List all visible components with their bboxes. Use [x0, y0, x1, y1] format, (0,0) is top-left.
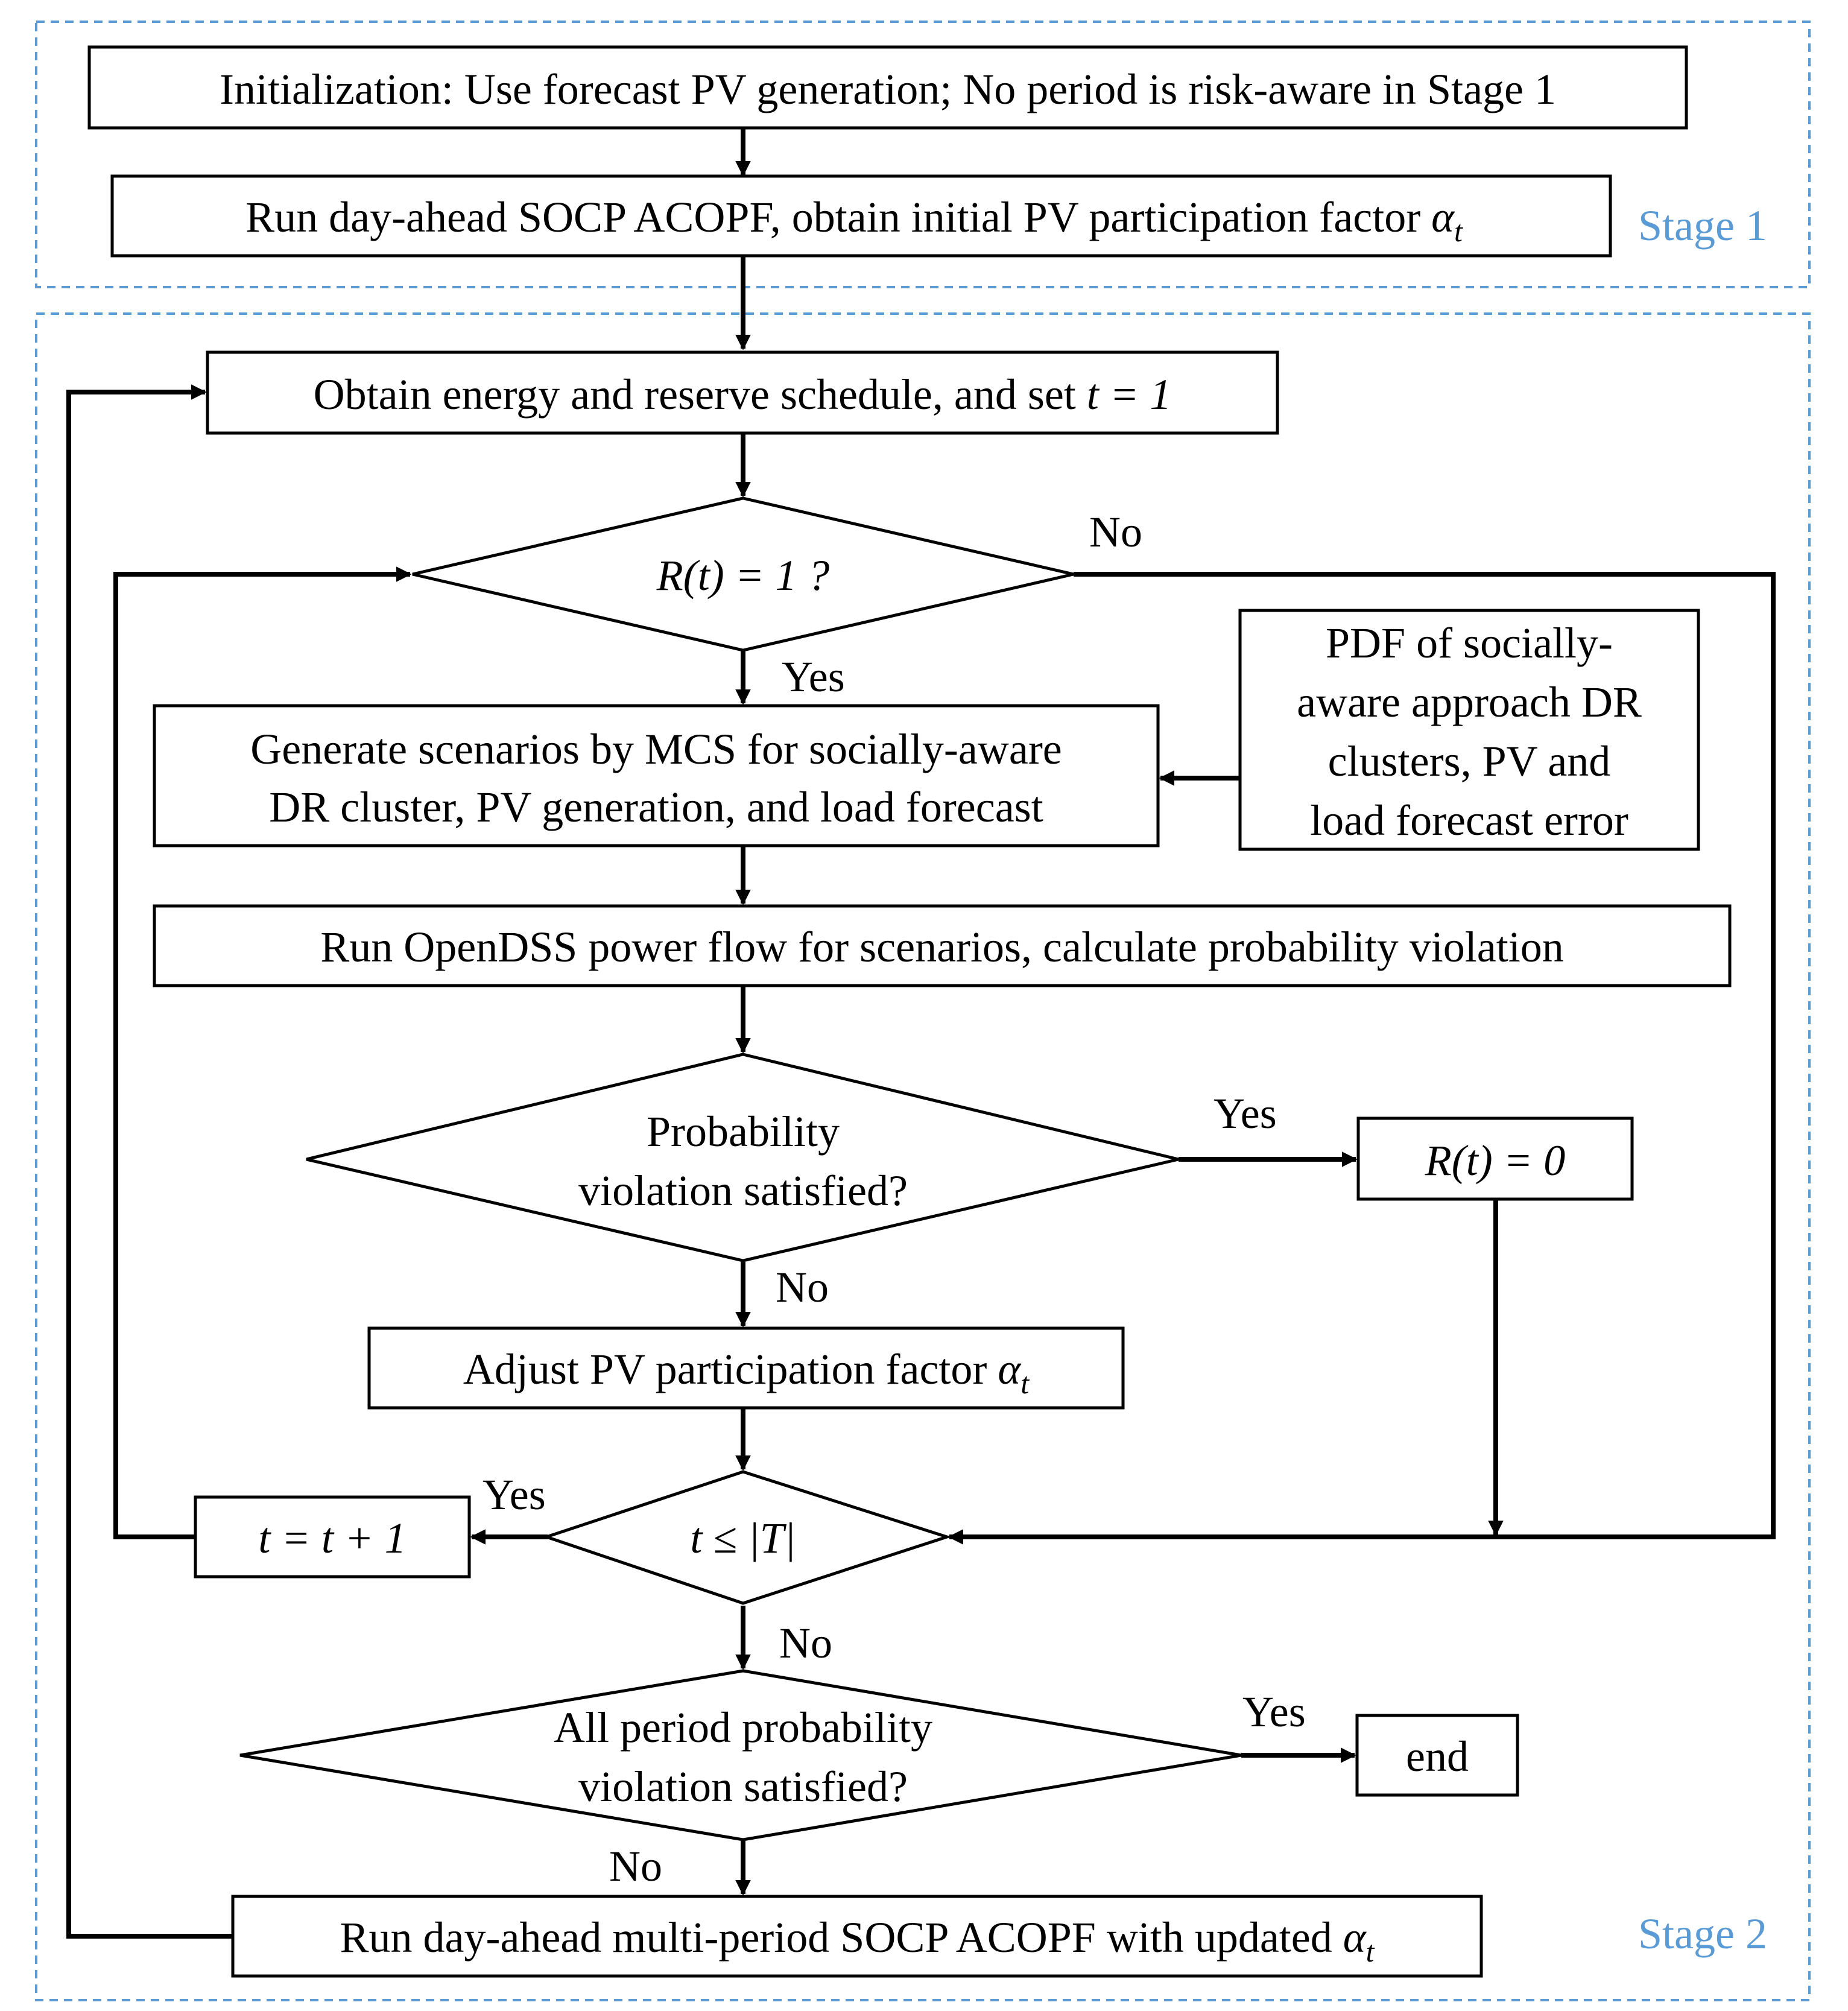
init-text: Initialization: Use forecast PV generati…	[220, 65, 1556, 113]
edge-r-no-to-tcheck	[948, 572, 1776, 1545]
decision-r-text: R(t) = 1 ?	[656, 551, 830, 600]
generate-line2: DR cluster, PV generation, and load fore…	[269, 783, 1043, 831]
label-no-r: No	[1089, 508, 1142, 556]
decision-prob-diamond	[306, 1053, 1179, 1262]
alpha-symbol: α	[1431, 193, 1455, 241]
opendss-text: Run OpenDSS power flow for scenarios, ca…	[320, 923, 1564, 971]
adjust-label: Adjust PV participation factor	[463, 1345, 998, 1393]
decision-t-text: t ≤ |T|	[690, 1514, 796, 1562]
stage2-label: Stage 2	[1638, 1910, 1767, 1958]
run-multi-box	[231, 1895, 1483, 1978]
pdf-line3: clusters, PV and	[1328, 737, 1611, 785]
decision-all-line1: All period probability	[554, 1703, 932, 1752]
run-dayahead-box	[110, 174, 1612, 258]
stage1-frame	[35, 21, 1811, 288]
label-no-prob: No	[776, 1263, 829, 1311]
label-yes-prob: Yes	[1214, 1089, 1277, 1138]
t-inc-text: t = t + 1	[258, 1514, 406, 1562]
opendss-box	[153, 904, 1732, 987]
pdf-line1: PDF of socially-	[1326, 619, 1613, 667]
stage2-frame	[35, 312, 1811, 2001]
obtain-math: t = 1	[1087, 370, 1172, 419]
label-no-all: No	[609, 1842, 662, 1890]
decision-all-line2: violation satisfied?	[578, 1762, 908, 1811]
run-dayahead-text: Run day-ahead SOCP ACOPF, obtain initial…	[245, 193, 1463, 248]
decision-prob-line2: violation satisfied?	[578, 1167, 908, 1215]
obtain-label: Obtain energy and reserve schedule, and …	[314, 370, 1087, 419]
label-yes-all: Yes	[1242, 1688, 1306, 1736]
label-yes-t: Yes	[483, 1471, 546, 1519]
stage1-label: Stage 1	[1638, 201, 1767, 250]
run-multi-label: Run day-ahead multi-period SOCP ACOPF wi…	[340, 1913, 1343, 1962]
decision-r-diamond	[412, 496, 1074, 652]
alpha-subscript: t	[1021, 1366, 1030, 1400]
decision-all-diamond	[239, 1669, 1242, 1842]
run-multi-text: Run day-ahead multi-period SOCP ACOPF wi…	[340, 1913, 1375, 1968]
decision-t-diamond	[542, 1470, 952, 1605]
pdf-line2: aware approach DR	[1297, 678, 1642, 726]
alpha-symbol: α	[1343, 1913, 1367, 1962]
generate-box	[153, 704, 1160, 847]
end-text: end	[1406, 1732, 1469, 1781]
end-box	[1355, 1714, 1519, 1797]
alpha-subscript: t	[1454, 214, 1463, 248]
pdf-line4: load forecast error	[1310, 796, 1628, 844]
generate-line1: Generate scenarios by MCS for socially-a…	[250, 725, 1062, 773]
obtain-text: Obtain energy and reserve schedule, and …	[314, 370, 1172, 419]
alpha-symbol: α	[998, 1345, 1021, 1393]
obtain-box	[206, 350, 1279, 435]
init-box	[87, 45, 1688, 130]
r-zero-box	[1356, 1116, 1634, 1201]
label-yes-r: Yes	[782, 653, 845, 701]
r-zero-text: R(t) = 0	[1425, 1136, 1566, 1185]
edge-runmulti-loop-to-obtain	[66, 384, 232, 1939]
pdf-box	[1238, 609, 1700, 851]
edge-tinc-loop-to-r	[113, 566, 412, 1539]
adjust-box	[367, 1326, 1125, 1410]
run-dayahead-label: Run day-ahead SOCP ACOPF, obtain initial…	[245, 193, 1431, 241]
alpha-subscript: t	[1366, 1934, 1375, 1968]
t-inc-box	[194, 1495, 471, 1579]
label-no-t: No	[779, 1619, 832, 1667]
decision-prob-line1: Probability	[647, 1107, 840, 1156]
adjust-text: Adjust PV participation factor αt	[463, 1345, 1030, 1400]
